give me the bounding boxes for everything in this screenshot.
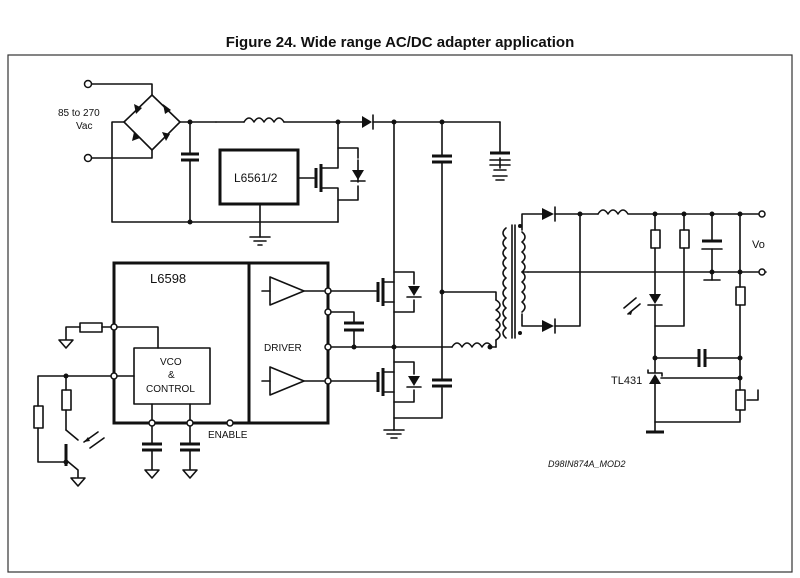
half-bridge-controller: L6598 VCO & CONTROL DRIVER ENABLE bbox=[110, 261, 377, 479]
vco-label-1: VCO bbox=[160, 357, 182, 368]
figure-frame bbox=[7, 54, 793, 573]
bridge-rectifier bbox=[111, 94, 217, 223]
transformer bbox=[502, 213, 767, 339]
ac-input-label-1: 85 to 270 bbox=[58, 108, 100, 119]
driver-label: DRIVER bbox=[264, 343, 302, 354]
enable-label: ENABLE bbox=[208, 430, 248, 441]
figure-title: Figure 24. Wide range AC/DC adapter appl… bbox=[225, 34, 575, 51]
pfc-controller-block bbox=[218, 148, 300, 206]
l6598-block bbox=[112, 261, 330, 425]
ac-input-label-2: Vac bbox=[76, 121, 93, 132]
vco-label-2: & bbox=[168, 370, 175, 381]
half-bridge bbox=[327, 121, 501, 439]
vco-label-3: CONTROL bbox=[146, 384, 195, 395]
shunt-regulator-label: TL431 bbox=[611, 375, 642, 387]
secondary-output: Vo bbox=[542, 206, 766, 434]
output-label: Vo bbox=[752, 239, 765, 251]
ac-input: 85 to 270 Vac bbox=[58, 79, 153, 163]
pfc-stage: L6561/2 bbox=[181, 114, 511, 381]
pfc-controller-label: L6561/2 bbox=[234, 171, 278, 185]
feedback-network bbox=[33, 322, 112, 487]
l6598-label: L6598 bbox=[150, 271, 186, 286]
drawing-code: D98IN874A_MOD2 bbox=[548, 459, 626, 469]
